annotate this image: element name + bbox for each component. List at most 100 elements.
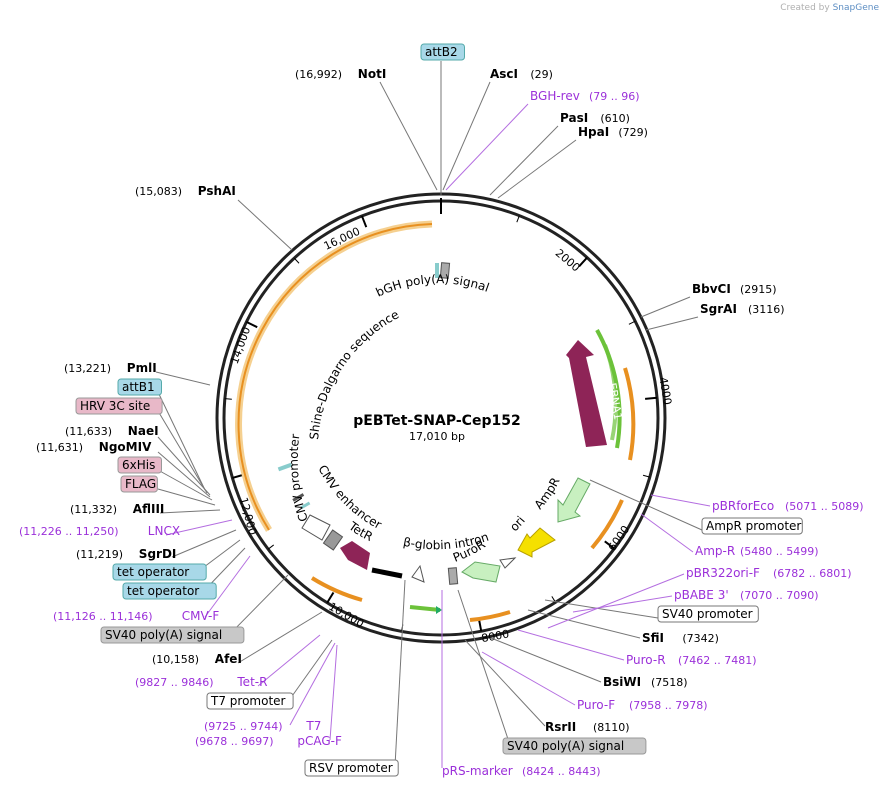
label-sv40prom-box: [657, 605, 759, 623]
leader-pbabe: [572, 595, 673, 613]
leader-ngomiv: [157, 451, 211, 498]
label-sfii: SfiI(7342): [642, 631, 719, 645]
label-hpai: HpaI (729): [578, 125, 648, 139]
label-amprprom-box: [701, 517, 803, 535]
label-sv40pa_l: SV40 poly(A) signal: [100, 626, 245, 644]
label-sfii-pos: (7342): [682, 632, 719, 645]
cmv-promoter-label: CMV promoter: [287, 433, 311, 523]
ori-label: ori: [507, 513, 528, 534]
label-afei: AfeI(10,158): [152, 652, 242, 666]
label-pasi-pos: (610): [600, 112, 630, 125]
leader-sv40pa_b: [457, 589, 511, 746]
tick-mark: [267, 544, 275, 550]
label-attb2: attB2: [420, 43, 465, 61]
label-hpai-name: HpaI: [578, 125, 609, 139]
watermark-prefix: Created by: [780, 3, 830, 13]
plasmid-size: 17,010 bp: [409, 430, 465, 443]
label-hrv: HRV 3C site: [75, 397, 163, 415]
label-noti-pos: (16,992): [295, 68, 342, 81]
label-pshai-pos: (15,083): [135, 185, 182, 198]
label-sixhis-name: 6xHis: [122, 458, 155, 472]
leader-pcagf: [329, 644, 338, 741]
label-t7prom: T7 promoter: [206, 692, 294, 710]
tick-mark: [578, 256, 588, 268]
ampr-cds: [557, 477, 591, 523]
label-ngomiv: NgoMIV(11,631): [36, 440, 152, 454]
leader-flag: [157, 488, 216, 506]
label-pbrfor-name: pBRforEco: [712, 499, 774, 513]
label-purof-name: Puro-F: [577, 698, 615, 712]
label-rsrii-name: RsrII: [545, 720, 576, 734]
label-pbr322-pos: (6782 .. 6801): [773, 567, 852, 580]
label-aflii-pos: (11,332): [70, 503, 117, 516]
label-sgrai-pos: (3116): [748, 303, 785, 316]
label-sixhis-box: [117, 456, 162, 474]
label-naei: NaeI(11,633): [65, 424, 159, 438]
label-attb1-name: attB1: [122, 380, 155, 394]
label-attb2-box: [420, 43, 465, 61]
label-rsv: RSV promoter: [304, 759, 399, 777]
sv40-box: [447, 567, 459, 585]
label-t7-pos: (9725 .. 9744): [204, 720, 283, 733]
label-pbr322-name: pBR322ori-F: [686, 566, 760, 580]
leader-hpai: [497, 139, 577, 199]
leader-cmvf: [204, 555, 251, 618]
leader-ampr_p: [640, 513, 694, 553]
leader-rsrii: [464, 639, 546, 727]
leader-sv40prom: [544, 599, 659, 619]
label-rsrii-pos: (8110): [593, 721, 630, 734]
label-pbabe: pBABE 3'(7070 .. 7090): [674, 588, 819, 602]
primer-arc-green-bottom-arrow: [436, 606, 442, 614]
label-amprprom-name: AmpR promoter: [706, 519, 801, 533]
ebna1-label: EBNA1: [605, 382, 624, 421]
tick-label-4000: 4000: [656, 376, 674, 406]
primer-arc-orange-bottom-left: [310, 576, 363, 602]
leader-puror_p: [517, 629, 625, 661]
label-sv40pa_l-name: SV40 poly(A) signal: [105, 628, 222, 642]
label-t7-name: T7: [305, 719, 321, 733]
primer-arc-orange-bottom: [469, 610, 511, 622]
label-sgrdi-pos: (11,219): [76, 548, 123, 561]
cmv-enhancer-label: CMV enhancer: [315, 463, 384, 532]
leader-pshai: [237, 199, 293, 251]
label-lncx-name: LNCX: [148, 524, 180, 538]
label-pshai: PshAI(15,083): [135, 184, 236, 198]
label-sv40pa_b: SV40 poly(A) signal: [502, 737, 647, 755]
label-pmli-pos: (13,221): [64, 362, 111, 375]
leader-lncx: [165, 519, 233, 536]
bgh-polya-label: bGH poly(A) signal: [374, 272, 491, 299]
label-pbr322: pBR322ori-F (6782 .. 6801): [686, 566, 852, 580]
leader-sgrai: [645, 316, 699, 331]
tick-mark: [478, 619, 483, 632]
tick-mark: [293, 257, 300, 264]
label-prsm-name: pRS-marker: [442, 764, 513, 778]
label-purof-pos: (7958 .. 7978): [629, 699, 708, 712]
label-hrv-name: HRV 3C site: [80, 399, 150, 413]
label-attb1-box: [117, 378, 162, 396]
label-bghrev: BGH-rev(79 .. 96): [530, 89, 640, 103]
label-tetop1: tet operator: [112, 563, 207, 581]
label-bghrev-pos: (79 .. 96): [589, 90, 640, 103]
label-sgrdi-name: SgrDI: [139, 547, 177, 561]
label-ampr_p-name: Amp-R: [695, 544, 735, 558]
label-hpai-pos: (729): [618, 126, 648, 139]
label-hrv-box: [75, 397, 163, 415]
leader-tetr_p: [257, 634, 321, 687]
tick-mark: [628, 320, 636, 325]
leader-bsiwi: [490, 637, 602, 683]
label-cmvf-name: CMV-F: [182, 609, 220, 623]
ebna1-cds: [566, 340, 607, 447]
ori-feature: [517, 527, 556, 558]
label-t7prom-name: T7 promoter: [210, 694, 286, 708]
tick-mark: [645, 396, 658, 400]
watermark-brand: SnapGene: [832, 3, 879, 13]
label-pbabe-name: pBABE 3': [674, 588, 729, 602]
label-flag-box: [120, 475, 158, 493]
tag-mark-1: [292, 493, 305, 502]
label-ngomiv-pos: (11,631): [36, 441, 83, 454]
label-bsiwi-name: BsiWI: [603, 675, 641, 689]
leader-aflii: [159, 509, 221, 514]
label-tetr_p-pos: (9827 .. 9846): [135, 676, 214, 689]
